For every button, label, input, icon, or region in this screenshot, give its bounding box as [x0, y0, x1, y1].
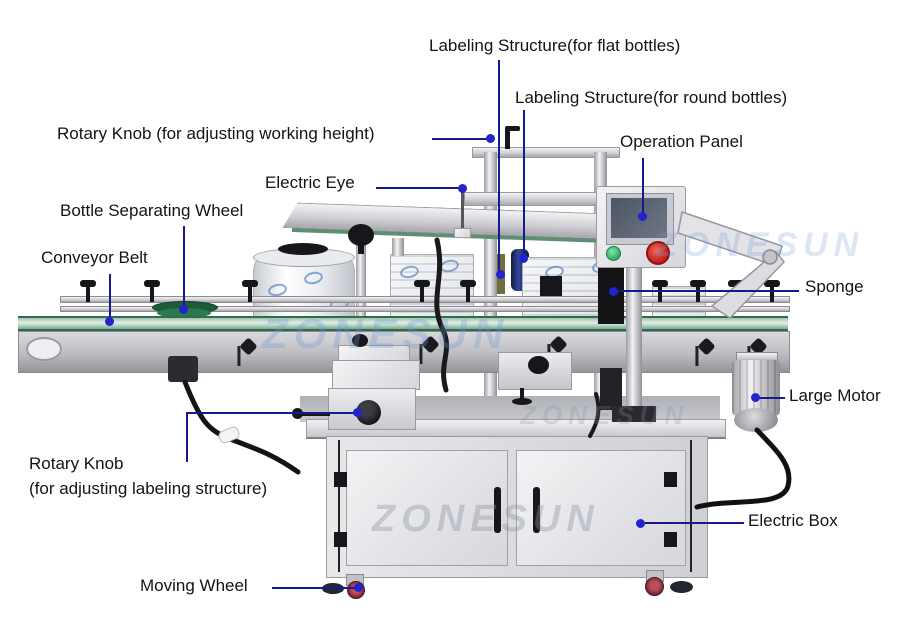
guide-rail-knob — [764, 280, 780, 302]
guide-rail-upper — [60, 296, 790, 303]
annotation-sponge: Sponge — [805, 277, 864, 296]
leader-dot — [636, 519, 645, 528]
gantry-top-plate — [472, 147, 620, 158]
side-pin — [300, 412, 330, 416]
electric-eye-bracket — [454, 228, 471, 238]
stageA-top-knob — [352, 334, 368, 347]
leader-rotary-labeling-v — [186, 412, 188, 462]
annotation-rotary-knob-height: Rotary Knob (for adjusting working heigh… — [57, 124, 375, 143]
cable-motor — [694, 427, 792, 510]
leader-rotary-labeling-h — [187, 412, 357, 414]
leader-labeling-round — [523, 110, 525, 259]
leader-dot — [354, 583, 363, 592]
leader-dot — [751, 393, 760, 402]
leader-moving-wheel — [272, 587, 356, 589]
leader-electric-eye — [376, 187, 462, 189]
guide-rail-knob — [460, 280, 476, 302]
guide-rail-knob — [242, 280, 258, 302]
door-hinge — [334, 472, 347, 487]
stageA-mid-block — [332, 360, 420, 390]
conveyor-end-plate — [26, 337, 62, 361]
stageB-foot-pad — [512, 398, 532, 405]
cabinet-door-right — [516, 450, 686, 566]
annotation-electric-eye: Electric Eye — [265, 173, 355, 192]
door-handle-left — [494, 487, 501, 533]
annotation-operation-panel: Operation Panel — [620, 132, 743, 151]
large-motor-body — [732, 360, 780, 416]
leader-dot — [638, 212, 647, 221]
dispenser-post — [392, 238, 404, 256]
conveyor-belt-strip — [18, 316, 788, 331]
leader-sponge — [617, 290, 799, 292]
leader-dot — [458, 184, 467, 193]
stageB-knob — [528, 356, 549, 374]
height-crank-handle — [505, 129, 510, 149]
annotation-moving-wheel: Moving Wheel — [140, 576, 248, 595]
roll-stand-knob-stem — [358, 244, 364, 254]
annotation-conveyor-belt: Conveyor Belt — [41, 248, 148, 267]
guide-rail-knob — [80, 280, 96, 302]
leader-operation-panel — [642, 158, 644, 217]
leveling-foot — [670, 581, 693, 593]
guide-rail-knob — [690, 280, 706, 302]
guide-rail-knob — [144, 280, 160, 302]
guide-rail-lower — [60, 306, 790, 312]
electric-eye-rod — [461, 190, 464, 232]
cabinet-trim-right — [690, 440, 692, 572]
door-handle-right — [533, 487, 540, 533]
annotation-rotary-knob-labeling-line1: Rotary Knob — [29, 454, 124, 473]
leader-labeling-flat — [498, 60, 500, 274]
cable-center — [434, 237, 449, 393]
annotation-electric-box: Electric Box — [748, 511, 838, 530]
stageB-foot — [520, 388, 524, 400]
panel-green-button — [606, 246, 621, 261]
annotation-rotary-knob-labeling: Rotary Knob (for adjusting labeling stru… — [29, 451, 267, 501]
label-roll-cap — [278, 243, 328, 255]
arm-elbow — [762, 249, 778, 265]
leader-electric-box — [645, 522, 744, 524]
leader-dot — [496, 270, 505, 279]
roll-stand-post — [356, 240, 366, 332]
door-hinge — [664, 532, 677, 547]
leader-dot — [179, 305, 188, 314]
panel-pole — [626, 256, 642, 410]
roll-stand-knob — [348, 224, 374, 246]
annotation-large-motor: Large Motor — [789, 386, 881, 405]
annotation-bottle-separating-wheel: Bottle Separating Wheel — [60, 201, 244, 220]
leader-rotary-height — [432, 138, 488, 140]
pole-lower-block — [600, 368, 622, 410]
dispenser-black-box — [540, 276, 562, 296]
annotation-rotary-knob-labeling-line2: (for adjusting labeling structure) — [29, 479, 268, 498]
door-hinge — [664, 472, 677, 487]
annotation-labeling-structure-round: Labeling Structure(for round bottles) — [515, 88, 788, 107]
moving-wheel-part — [645, 577, 664, 596]
leader-conveyor-belt — [109, 274, 111, 322]
panel-emergency-stop-button — [646, 241, 670, 265]
annotation-labeling-structure-flat: Labeling Structure(for flat bottles) — [429, 36, 681, 55]
leader-dot — [486, 134, 495, 143]
cabinet-trim-left — [338, 440, 340, 572]
panel-arm-lower — [710, 250, 785, 319]
height-crank-grip — [505, 126, 520, 131]
leader-dot — [105, 317, 114, 326]
guide-rail-knob — [652, 280, 668, 302]
pole-foot — [612, 406, 656, 422]
cabinet-door-left — [346, 450, 508, 566]
door-hinge — [334, 532, 347, 547]
guide-rail-knob — [414, 280, 430, 302]
cable-sleeve — [218, 426, 240, 444]
leader-dot — [353, 408, 362, 417]
conveyor-left-motor — [168, 356, 198, 382]
cable-panel — [588, 392, 601, 438]
leader-dot — [609, 287, 618, 296]
leader-separating-wheel — [183, 226, 185, 309]
leader-large-motor — [759, 397, 785, 399]
leader-dot — [519, 254, 528, 263]
